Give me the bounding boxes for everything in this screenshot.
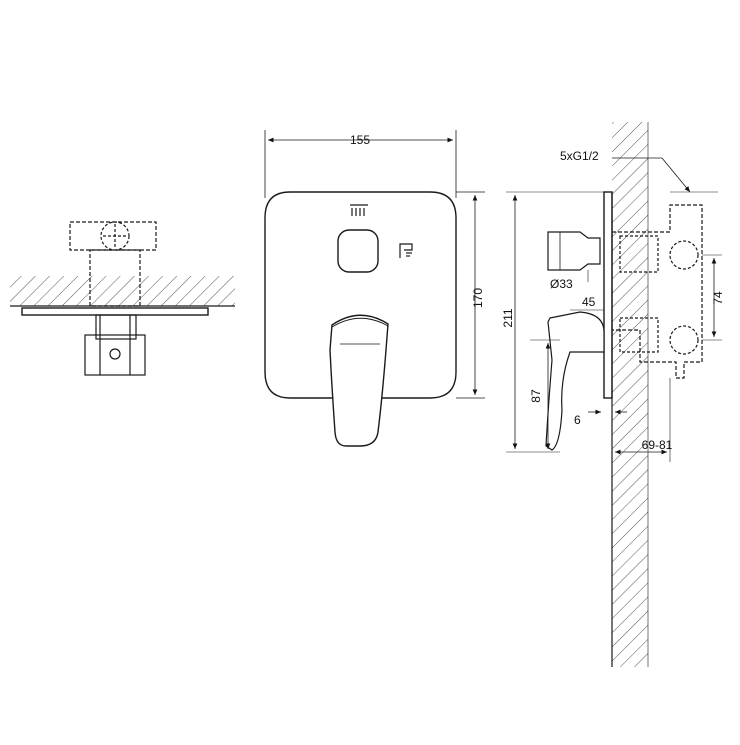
depth-label: 69-81 bbox=[642, 438, 673, 452]
width-label: 155 bbox=[350, 133, 370, 147]
diverter-knob-side bbox=[547, 231, 601, 271]
cover-plate-front bbox=[264, 191, 457, 399]
cover-plate-top bbox=[21, 307, 209, 316]
diverter-knob bbox=[337, 229, 379, 273]
shower-symbol-icon bbox=[399, 243, 413, 258]
front-view bbox=[264, 130, 485, 447]
bathtub-symbol-icon bbox=[350, 204, 368, 216]
height-label: 170 bbox=[471, 288, 485, 308]
lever-front bbox=[329, 314, 389, 447]
diverter-diameter-label: Ø33 bbox=[550, 277, 573, 291]
lever-top-view bbox=[84, 334, 146, 376]
top-view bbox=[10, 221, 235, 376]
lever-height-label: 87 bbox=[529, 389, 543, 403]
wall-hatch-right bbox=[612, 122, 648, 667]
wall-hatch-left bbox=[10, 276, 235, 306]
horizontal-pipe bbox=[69, 221, 157, 251]
cover-plate-side bbox=[603, 191, 613, 399]
plate-thickness-label: 6 bbox=[574, 413, 581, 427]
handle-base-top bbox=[95, 314, 137, 340]
side-view bbox=[506, 122, 722, 667]
lever-screw bbox=[109, 348, 121, 360]
lever-projection-label: 45 bbox=[582, 295, 596, 309]
connections-label: 5xG1/2 bbox=[560, 149, 599, 163]
lever-side bbox=[545, 311, 605, 451]
total-height-label: 211 bbox=[501, 308, 515, 327]
concealed-box bbox=[612, 204, 703, 379]
spacing-label: 74 bbox=[711, 291, 725, 305]
connection-port-top bbox=[100, 221, 130, 251]
